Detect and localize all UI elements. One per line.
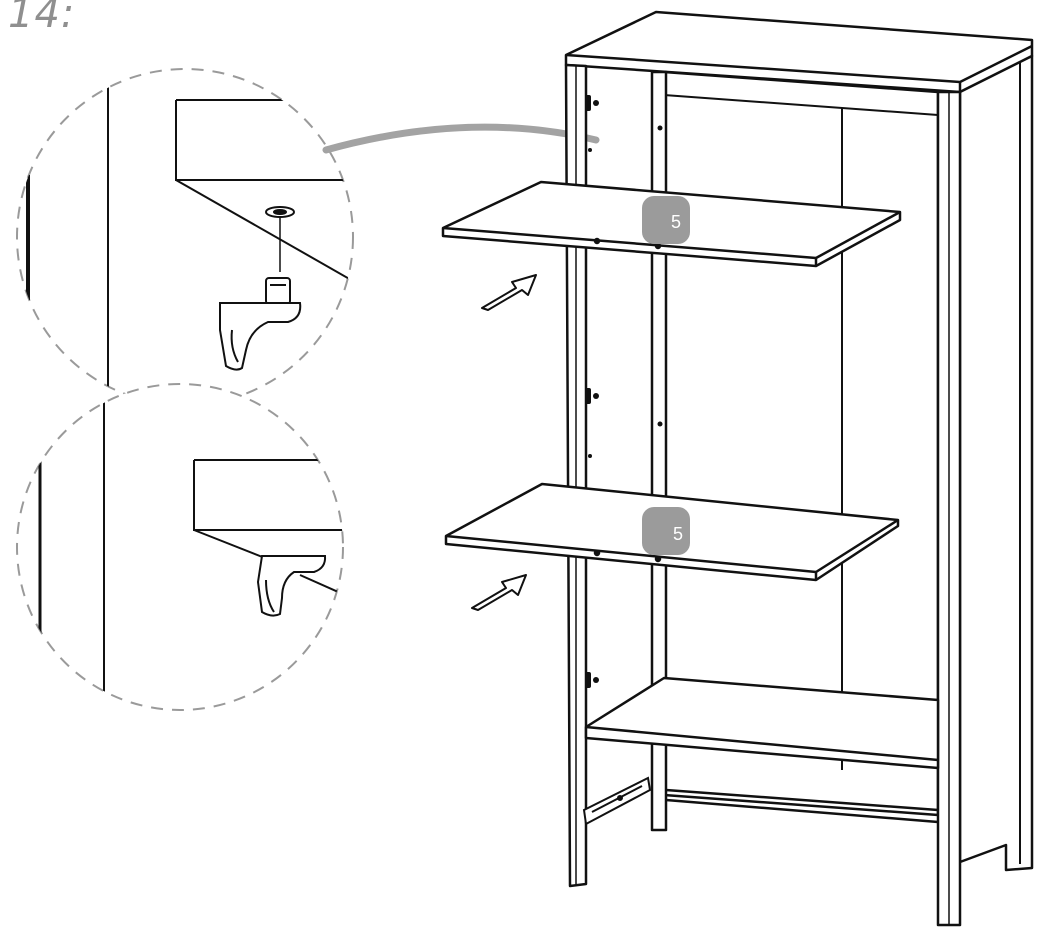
insert-arrow-icon	[481, 274, 537, 311]
part-number-label: 5	[671, 212, 681, 232]
part-number-label: 5	[673, 524, 683, 544]
shelf-support-peg-icon	[219, 277, 302, 371]
detail-callout-bottom	[16, 383, 344, 711]
detail-callout-top	[16, 68, 354, 406]
step-number: 14:	[8, 0, 76, 37]
leader-line	[322, 123, 600, 154]
shelf-hole-icon	[588, 125, 663, 458]
shelf-support-peg-icon	[256, 555, 327, 617]
part-tag: 5	[642, 507, 690, 555]
part-tag: 5	[642, 196, 690, 244]
hinge-icon	[585, 95, 599, 688]
drawer-rail-icon	[582, 776, 652, 826]
insert-arrow-icon	[471, 574, 527, 611]
